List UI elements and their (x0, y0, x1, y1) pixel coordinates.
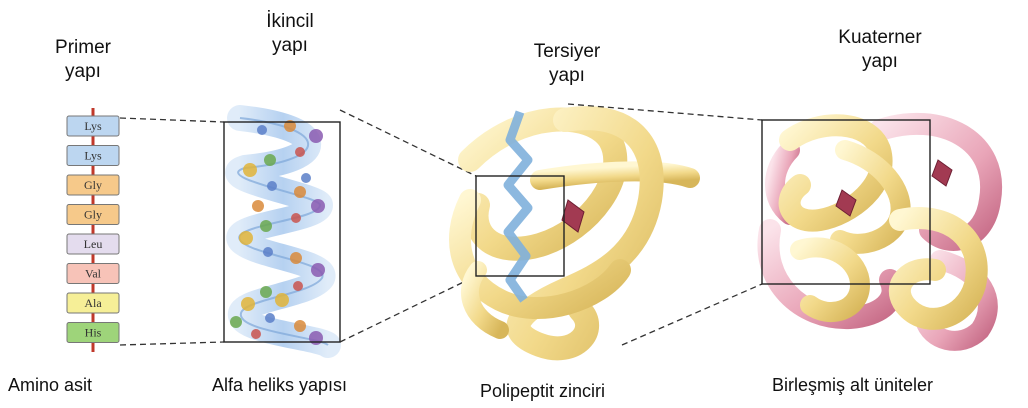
helix-atom (291, 213, 301, 223)
helix-atom (264, 154, 276, 166)
amino-acid-box: Lys (67, 146, 119, 166)
quaternary-figure (762, 120, 991, 341)
amino-acid-box: His (67, 323, 119, 343)
amino-acid-box: Ala (67, 293, 119, 313)
amino-acid-name: Leu (84, 237, 103, 251)
helix-atom (311, 263, 325, 277)
amino-acid-name: Gly (84, 178, 102, 192)
helix-atom (294, 320, 306, 332)
helix-atom (263, 247, 273, 257)
yellow-subunit-4 (800, 247, 860, 312)
connector-secondary-top (340, 110, 476, 176)
helix-ribbon (238, 118, 328, 345)
helix-atom (293, 281, 303, 291)
helix-atom (241, 297, 255, 311)
yellow-subunit-1 (790, 125, 882, 220)
helix-atom (257, 125, 267, 135)
heme-group-quaternary-2 (932, 160, 952, 186)
helix-atom (311, 199, 325, 213)
amino-acid-name: Val (85, 267, 102, 281)
helix-atom (301, 173, 311, 183)
helix-atom (230, 316, 242, 328)
amino-acid-box: Gly (67, 205, 119, 225)
helix-atom (243, 163, 257, 177)
helix-atom (251, 329, 261, 339)
helix-atom (309, 331, 323, 345)
amino-acid-box: Leu (67, 234, 119, 254)
amino-acid-name: Ala (84, 296, 102, 310)
alpha-helix-figure (224, 118, 340, 345)
tertiary-fold-figure (460, 112, 690, 348)
connector-primary-bottom (120, 342, 224, 345)
amino-acid-box: Gly (67, 175, 119, 195)
connector-primary-top (120, 118, 224, 122)
helix-atom (239, 231, 253, 245)
connector-secondary-bottom (340, 276, 476, 342)
amino-acid-name: Gly (84, 208, 102, 222)
connector-tertiary-bottom (622, 284, 762, 345)
amino-acid-name: His (85, 326, 102, 340)
amino-acid-box: Lys (67, 116, 119, 136)
amino-acid-name: Lys (84, 149, 102, 163)
helix-atom (252, 200, 264, 212)
helix-atom (260, 220, 272, 232)
helix-atom (294, 186, 306, 198)
helix-atom (265, 313, 275, 323)
helix-atom (309, 129, 323, 143)
helix-atom (290, 252, 302, 264)
helix-atom (295, 147, 305, 157)
helix-atom (275, 293, 289, 307)
amino-acid-name: Lys (84, 119, 102, 133)
helix-atom (267, 181, 277, 191)
amino-acid-box: Val (67, 264, 119, 284)
helix-atom (260, 286, 272, 298)
